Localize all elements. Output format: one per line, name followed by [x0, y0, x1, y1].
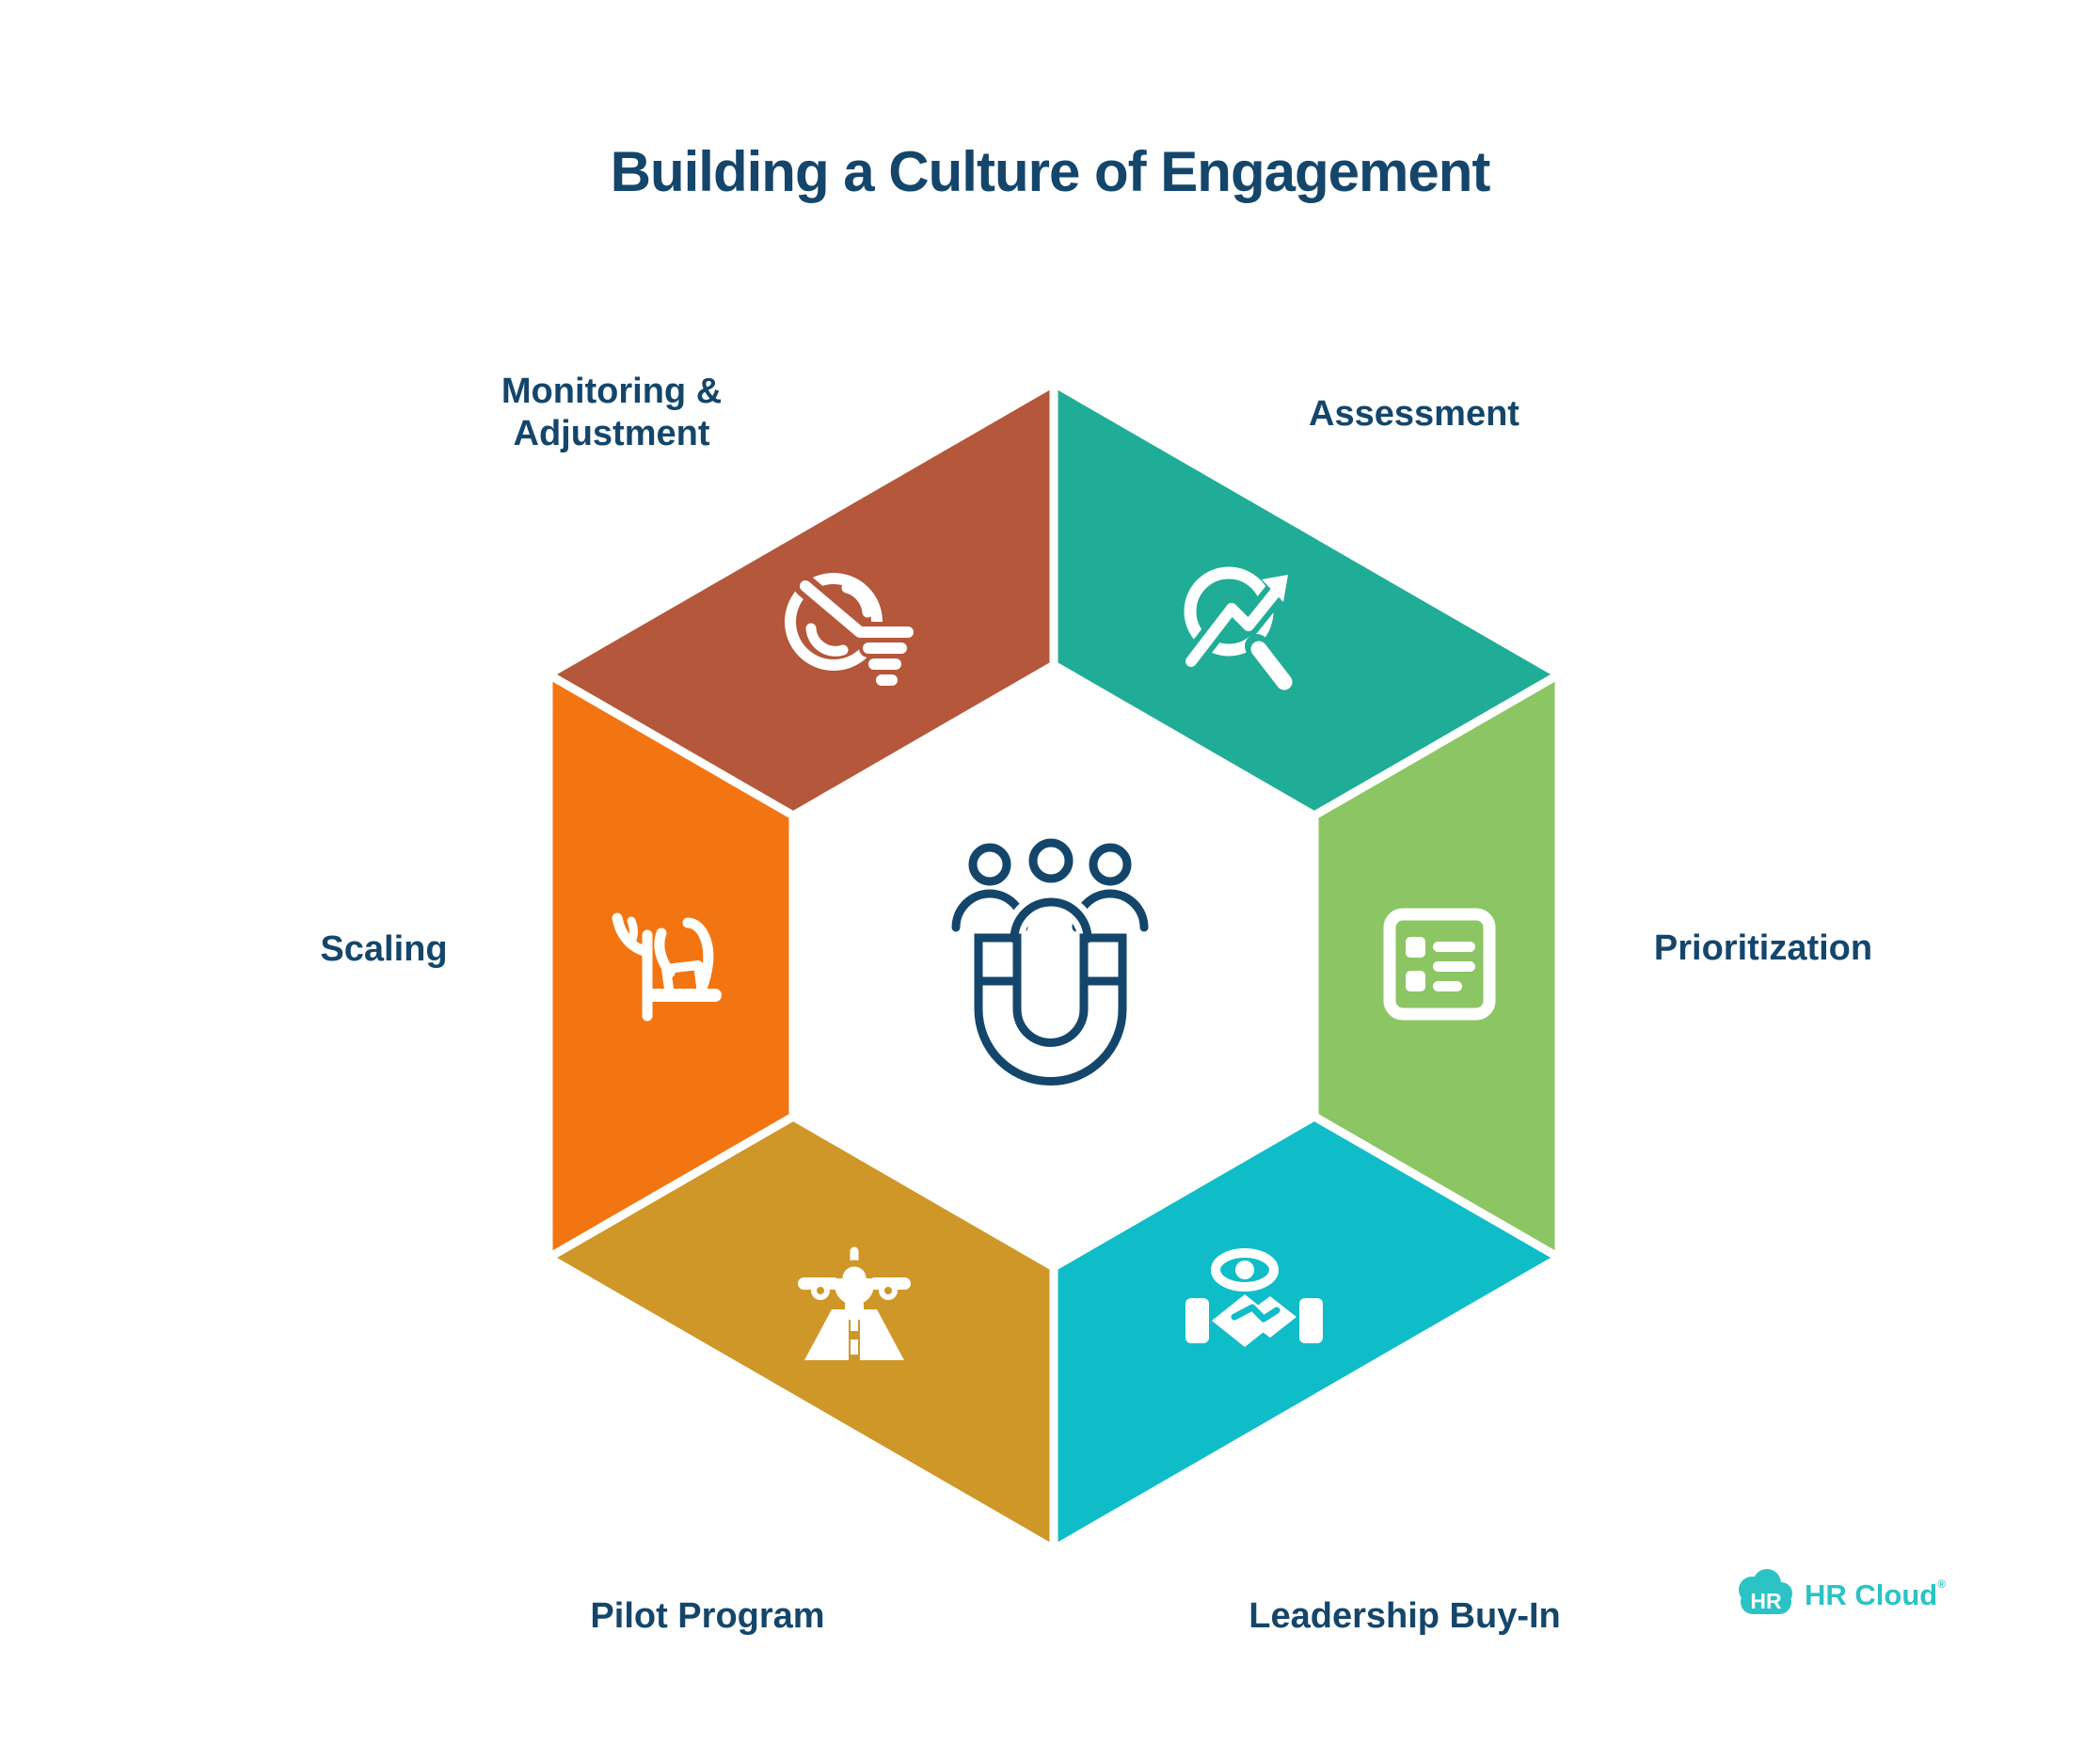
growth-plant-icon: [612, 912, 722, 1022]
magnet-people-icon: [951, 832, 1149, 1086]
hr-cloud-badge-icon: HR: [1739, 1569, 1792, 1614]
label-leadership-buy-in: Leadership Buy-In: [1249, 1596, 1561, 1636]
hexagon-segments: [539, 375, 1568, 1557]
label-pilot-program: Pilot Program: [590, 1596, 825, 1636]
airplane-runway-icon: [798, 1246, 911, 1360]
label-prioritization: Prioritization: [1653, 928, 1873, 968]
registered-mark: ®: [1937, 1577, 1947, 1591]
hr-cloud-logo: HR HR Cloud®: [1737, 1569, 1946, 1618]
magnifier-trend-arrow-icon: [1180, 566, 1298, 696]
label-monitoring-adjustment: Monitoring & Adjustment: [501, 372, 723, 453]
hr-badge-text: HR: [1750, 1589, 1782, 1613]
label-scaling: Scaling: [320, 929, 448, 969]
label-assessment: Assessment: [1309, 394, 1519, 434]
page-title: Building a Culture of Engagement: [610, 140, 1491, 203]
checklist-panel-icon: [1383, 908, 1496, 1021]
monitoring-gauge-icon: [785, 573, 918, 686]
handshake-eye-icon: [1185, 1248, 1323, 1347]
hr-cloud-wordmark: HR Cloud®: [1805, 1577, 1947, 1611]
